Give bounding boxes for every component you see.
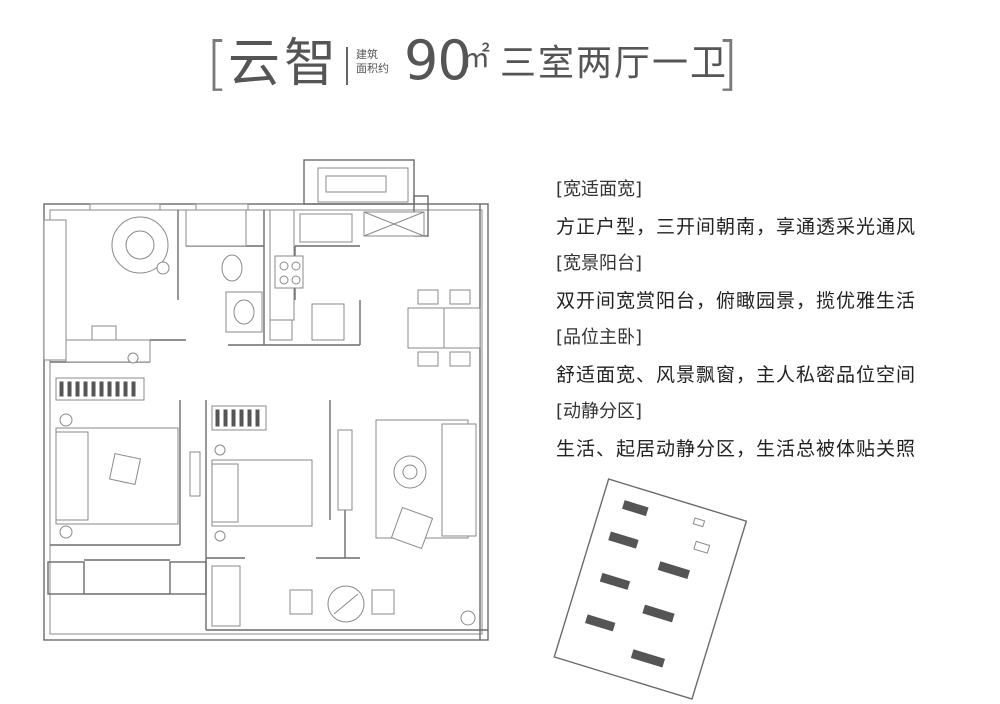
area-value: 90 (404, 29, 472, 92)
bathroom-fixtures (185, 209, 293, 341)
feature-description: 舒适面宽、风景飘窗，主人私密品位空间 (556, 364, 917, 386)
master-bedroom-furniture (55, 377, 201, 539)
wardrobe-hangers (59, 381, 136, 397)
dining-set (407, 289, 481, 367)
area-label: 建筑 面积约 (356, 48, 400, 76)
kitchen-fixtures (269, 175, 387, 341)
wardrobe-hangers (215, 409, 260, 427)
balcony-furniture (211, 565, 476, 627)
living-furniture (337, 419, 477, 550)
feature-description: 生活、起居动静分区，生活总被体贴关照 (556, 438, 917, 460)
site-plan-thumbnail (553, 478, 748, 700)
feature-list: [宽适面宽] 方正户型，三开间朝南，享通透采光通风 [宽景阳台] 双开间宽赏阳台… (556, 172, 976, 468)
feature-heading: [宽景阳台] (556, 253, 643, 274)
second-bedroom-furniture (211, 405, 313, 542)
windows (43, 203, 425, 361)
interior-walls (50, 210, 361, 630)
feature-heading: [宽适面宽] (556, 179, 643, 200)
feature-heading: [品位主卧] (556, 327, 643, 348)
title-separator (346, 47, 348, 85)
bracket-left: [ (206, 29, 229, 97)
building-blocks (585, 500, 690, 668)
feature-description: 双开间宽赏阳台，俯瞰园景，揽优雅生活 (556, 290, 917, 312)
bracket-right: ] (716, 29, 739, 97)
area-unit: ㎡ (462, 41, 491, 74)
area-label-line2: 面积约 (356, 62, 389, 75)
layout-description: 三室两厅一卫 (500, 43, 729, 84)
plan-name: 云智 (228, 34, 341, 94)
feature-heading: [动静分区] (556, 401, 643, 422)
feature-description: 方正户型，三开间朝南，享通透采光通风 (556, 216, 917, 238)
study-furniture (65, 216, 170, 364)
area-label-line1: 建筑 (356, 48, 378, 61)
